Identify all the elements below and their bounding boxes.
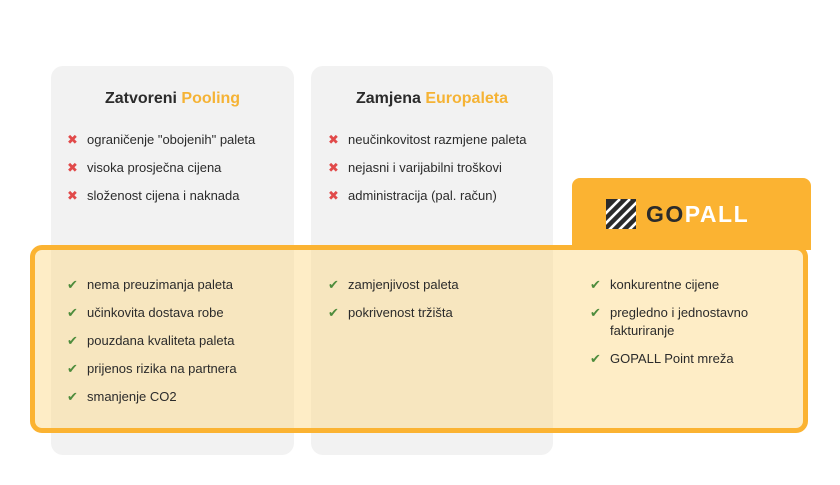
list-item: ✔pokrivenost tržišta [328, 305, 453, 320]
list-item: ✔pouzdana kvaliteta paleta [67, 333, 235, 348]
cross-icon: ✖ [328, 160, 339, 175]
gopall-wordmark: GOPALL [646, 200, 750, 227]
list-item: ✔prijenos rizika na partnera [67, 361, 237, 376]
cons-list-pooling: ✖ograničenje "obojenih" paleta ✖visoka p… [67, 131, 255, 205]
title-zatvoreni-pooling: Zatvoreni Pooling [51, 90, 294, 108]
list-item: ✖nejasni i varijabilni troškovi [328, 160, 502, 175]
check-icon: ✔ [67, 277, 78, 292]
list-item: ✔GOPALL Point mreža [590, 351, 734, 366]
title-plain: Zamjena [355, 90, 426, 107]
list-item: ✔konkurentne cijene [590, 277, 720, 292]
list-item: ✔nema preuzimanja paleta [67, 277, 233, 292]
list-item: ✔pregledno i jednostavno fakturiranje [590, 305, 749, 338]
list-item: ✔smanjenje CO2 [67, 389, 177, 404]
pros-list-pooling: ✔nema preuzimanja paleta ✔učinkovita dos… [67, 276, 237, 406]
list-item: ✖visoka prosječna cijena [67, 160, 222, 175]
title-highlight: Pooling [181, 90, 241, 107]
check-icon: ✔ [67, 305, 78, 320]
list-item: ✔učinkovita dostava robe [67, 305, 224, 320]
check-icon: ✔ [590, 351, 601, 366]
advantages-band [30, 245, 808, 433]
check-icon: ✔ [67, 389, 78, 404]
cross-icon: ✖ [67, 160, 78, 175]
title-zamjena-europaleta: Zamjena Europaleta [311, 90, 553, 108]
list-item: ✖administracija (pal. račun) [328, 188, 497, 203]
cross-icon: ✖ [67, 132, 78, 147]
striped-square-logo-icon [606, 199, 636, 229]
cross-icon: ✖ [67, 188, 78, 203]
check-icon: ✔ [328, 277, 339, 292]
list-item: ✔zamjenjivost paleta [328, 277, 459, 292]
list-item: ✖složenost cijena i naknada [67, 188, 240, 203]
check-icon: ✔ [328, 305, 339, 320]
card-zamjena-europaleta [311, 66, 553, 455]
check-icon: ✔ [590, 277, 601, 292]
card-zatvoreni-pooling [51, 66, 294, 455]
title-highlight: Europaleta [425, 90, 509, 107]
check-icon: ✔ [590, 305, 601, 320]
cons-list-europaleta: ✖neučinkovitost razmjene paleta ✖nejasni… [328, 131, 527, 205]
cross-icon: ✖ [328, 132, 339, 147]
check-icon: ✔ [67, 333, 78, 348]
check-icon: ✔ [67, 361, 78, 376]
list-item: ✖neučinkovitost razmjene paleta [328, 132, 527, 147]
gopall-logo: GOPALL [606, 199, 749, 229]
list-item: ✖ograničenje "obojenih" paleta [67, 132, 256, 147]
cross-icon: ✖ [328, 188, 339, 203]
pros-list-gopall: ✔konkurentne cijene ✔pregledno i jednost… [590, 276, 780, 368]
pros-list-europaleta: ✔zamjenjivost paleta ✔pokrivenost tržišt… [328, 276, 459, 322]
title-plain: Zatvoreni [104, 90, 182, 107]
